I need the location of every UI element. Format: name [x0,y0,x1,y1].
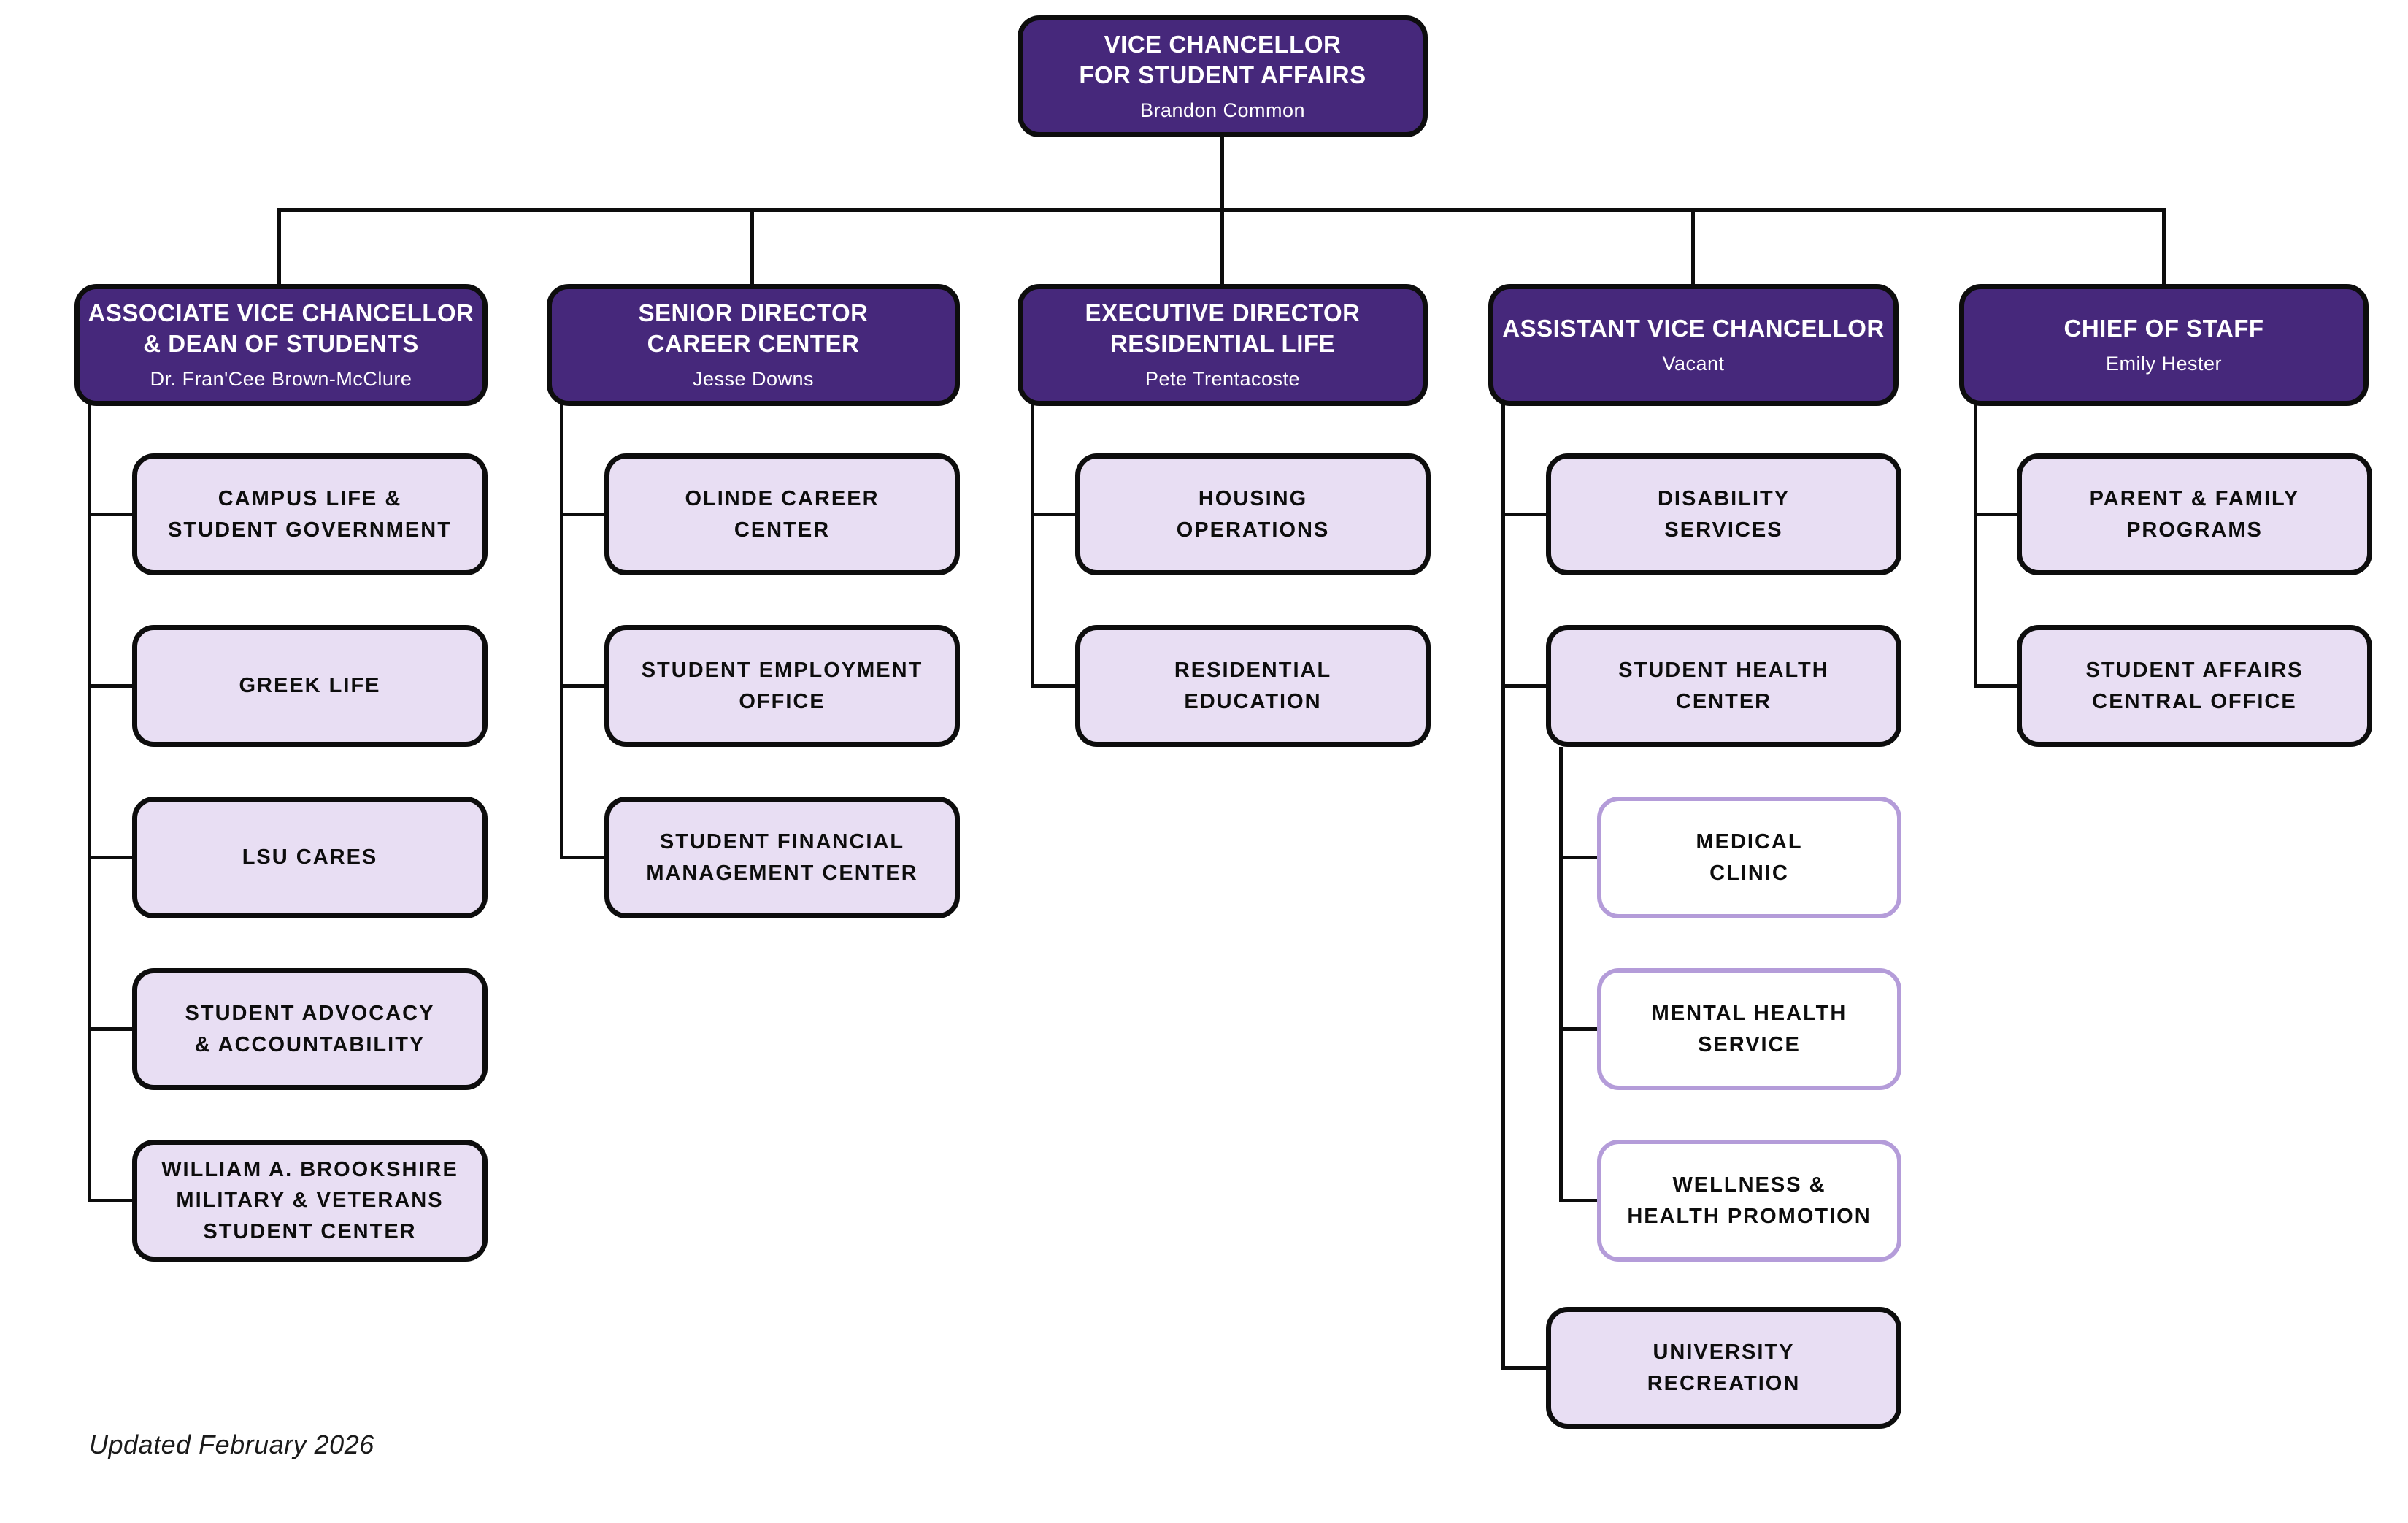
node-label: LSU CARES [242,845,378,870]
node-wellness-health-promotion: WELLNESS & HEALTH PROMOTION [1597,1140,1901,1262]
connector-branch1-stub-2 [88,684,132,688]
connector-branch1-stub-1 [88,513,132,516]
node-mental-health-service: MENTAL HEALTH SERVICE [1597,968,1901,1090]
connector-branch2-stub-2 [560,684,604,688]
node-olinde-career-center: OLINDE CAREER CENTER [604,453,960,575]
node-label: STUDENT AFFAIRS CENTRAL OFFICE [2085,659,2304,713]
connector-branch4-stub-2 [1501,684,1546,688]
connector-branch1-trunk [88,404,91,1202]
node-label: UNIVERSITY RECREATION [1647,1340,1801,1395]
node-greek-life: GREEK LIFE [132,625,488,747]
node-person-name: Emily Hester [2105,352,2223,375]
node-title: VICE CHANCELLOR FOR STUDENT AFFAIRS [1079,31,1366,89]
node-label: PARENT & FAMILY PROGRAMS [2089,487,2300,542]
connector-branch3-trunk [1031,404,1034,686]
node-lsu-cares: LSU CARES [132,797,488,918]
node-label: WELLNESS & HEALTH PROMOTION [1627,1173,1872,1228]
node-title: ASSOCIATE VICE CHANCELLOR & DEAN OF STUD… [88,299,474,358]
node-label: MEDICAL CLINIC [1696,830,1803,885]
connector-student-health-trunk [1559,747,1563,1202]
connector-stub-branch-3 [1220,208,1224,284]
node-parent-family-programs: PARENT & FAMILY PROGRAMS [2017,453,2372,575]
node-university-recreation: UNIVERSITY RECREATION [1546,1307,1901,1429]
node-student-affairs-central-office: STUDENT AFFAIRS CENTRAL OFFICE [2017,625,2372,747]
node-label: DISABILITY SERVICES [1657,487,1790,542]
connector-branch5-stub-1 [1974,513,2017,516]
node-chief-of-staff: CHIEF OF STAFF Emily Hester [1959,284,2369,406]
connector-stub-branch-4 [1691,208,1695,284]
node-student-health-center: STUDENT HEALTH CENTER [1546,625,1901,747]
node-label: RESIDENTIAL EDUCATION [1174,659,1332,713]
connector-branch3-stub-1 [1031,513,1075,516]
node-student-employment-office: STUDENT EMPLOYMENT OFFICE [604,625,960,747]
connector-branch4-stub-1 [1501,513,1546,516]
connector-branch5-stub-2 [1974,684,2017,688]
connector-branch4-trunk [1501,404,1505,1370]
node-campus-life-student-government: CAMPUS LIFE & STUDENT GOVERNMENT [132,453,488,575]
node-title: EXECUTIVE DIRECTOR RESIDENTIAL LIFE [1085,299,1361,358]
node-assistant-vice-chancellor: ASSISTANT VICE CHANCELLOR Vacant [1488,284,1899,406]
node-person-name: Pete Trentacoste [1145,367,1301,390]
node-title: SENIOR DIRECTOR CAREER CENTER [638,299,869,358]
node-label: STUDENT ADVOCACY & ACCOUNTABILITY [185,1002,435,1056]
connector-root-down [1220,136,1224,210]
node-residential-education: RESIDENTIAL EDUCATION [1075,625,1431,747]
node-title: CHIEF OF STAFF [2063,315,2264,342]
connector-branch1-stub-3 [88,856,132,859]
node-person-name: Brandon Common [1139,99,1306,121]
node-medical-clinic: MEDICAL CLINIC [1597,797,1901,918]
node-vice-chancellor-student-affairs: VICE CHANCELLOR FOR STUDENT AFFAIRS Bran… [1018,15,1428,137]
node-executive-director-residential-life: EXECUTIVE DIRECTOR RESIDENTIAL LIFE Pete… [1018,284,1428,406]
node-associate-vice-chancellor-dean-of-students: ASSOCIATE VICE CHANCELLOR & DEAN OF STUD… [74,284,488,406]
node-label: STUDENT HEALTH CENTER [1618,659,1829,713]
connector-branch2-stub-1 [560,513,604,516]
node-student-advocacy-accountability: STUDENT ADVOCACY & ACCOUNTABILITY [132,968,488,1090]
node-student-financial-management-center: STUDENT FINANCIAL MANAGEMENT CENTER [604,797,960,918]
node-label: STUDENT EMPLOYMENT OFFICE [641,659,923,713]
node-label: CAMPUS LIFE & STUDENT GOVERNMENT [168,487,452,542]
connector-student-health-stub-1 [1559,856,1597,859]
connector-stub-branch-5 [2162,208,2166,284]
connector-branch5-trunk [1974,404,1977,686]
connector-branch3-stub-2 [1031,684,1075,688]
node-person-name: Dr. Fran'Cee Brown-McClure [150,367,412,390]
node-label: WILLIAM A. BROOKSHIRE MILITARY & VETERAN… [161,1158,458,1243]
node-person-name: Jesse Downs [692,367,815,390]
node-label: MENTAL HEALTH SERVICE [1651,1002,1847,1056]
node-disability-services: DISABILITY SERVICES [1546,453,1901,575]
connector-branch2-trunk [560,404,563,858]
connector-branch1-stub-4 [88,1027,132,1031]
node-label: HOUSING OPERATIONS [1176,487,1330,542]
node-william-brookshire-military-veterans-center: WILLIAM A. BROOKSHIRE MILITARY & VETERAN… [132,1140,488,1262]
node-label: STUDENT FINANCIAL MANAGEMENT CENTER [646,830,918,885]
connector-branch4-stub-3 [1501,1366,1546,1370]
node-housing-operations: HOUSING OPERATIONS [1075,453,1431,575]
node-label: GREEK LIFE [239,674,381,698]
node-senior-director-career-center: SENIOR DIRECTOR CAREER CENTER Jesse Down… [547,284,960,406]
connector-stub-branch-1 [277,208,281,284]
updated-date-note: Updated February 2026 [89,1430,374,1459]
node-label: OLINDE CAREER CENTER [685,487,880,542]
connector-branch2-stub-3 [560,856,604,859]
connector-branch1-stub-5 [88,1199,132,1202]
node-title: ASSISTANT VICE CHANCELLOR [1502,315,1885,342]
connector-student-health-stub-2 [1559,1027,1597,1031]
connector-stub-branch-2 [750,208,754,284]
node-person-name: Vacant [1662,352,1725,375]
connector-student-health-stub-3 [1559,1199,1597,1202]
